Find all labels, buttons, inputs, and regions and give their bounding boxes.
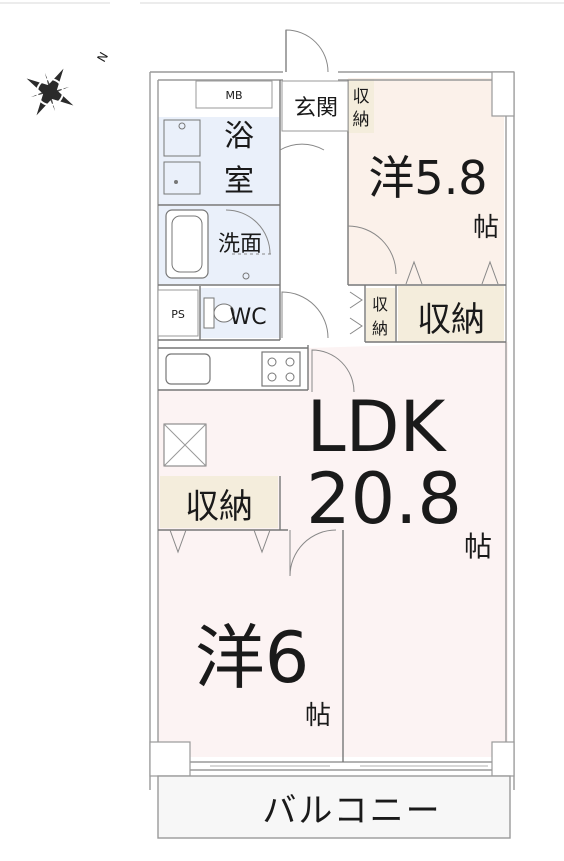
- western-room-1-unit: 帖: [473, 213, 499, 243]
- entry-storage-label-top: 収: [353, 87, 370, 107]
- genkan-box: [281, 80, 349, 132]
- balcony-area: [157, 775, 511, 839]
- kitchen-sink-icon: [165, 353, 211, 385]
- storage-2-label: 収納: [185, 487, 253, 527]
- western-room-2-unit: 帖: [305, 701, 331, 731]
- small-storage-label-bottom: 納: [372, 319, 388, 338]
- entry-storage-label-bottom: 納: [353, 110, 370, 130]
- bath-fill: [158, 117, 279, 205]
- bath-counter-icon: [163, 161, 201, 195]
- outer-walls: [149, 71, 515, 790]
- storage-door-icon: [405, 260, 423, 285]
- washroom-label: 洗面: [218, 232, 262, 257]
- mb-cabinet: [195, 80, 273, 109]
- genkan-label: 玄関: [294, 96, 338, 121]
- stove-icon: [261, 351, 301, 387]
- wc-label: WC: [229, 305, 266, 330]
- pillar-bottom-right: [491, 741, 515, 777]
- ps-box: [157, 289, 199, 337]
- ldk-unit: 帖: [464, 530, 492, 563]
- toilet-icon: [203, 297, 235, 329]
- refrigerator-icon: [163, 423, 207, 467]
- entry-storage-fill: [347, 79, 374, 133]
- bath-basin-icon: [163, 119, 201, 157]
- small-storage-fill: [366, 288, 395, 342]
- compass-north-label: N: [94, 50, 111, 65]
- western-room-2-name: 洋6: [195, 617, 310, 699]
- storage-2-fill: [160, 476, 278, 528]
- balcony-label: バルコニー: [262, 791, 441, 831]
- ldk-fill: [280, 342, 508, 757]
- ldk-name: LDK: [307, 386, 448, 468]
- ldk-size: 20.8: [306, 458, 462, 540]
- bath-label-bottom: 室: [224, 164, 254, 199]
- mb-label: MB: [225, 89, 242, 102]
- bath-label-top: 浴: [224, 119, 254, 154]
- bathtub-icon: [165, 209, 209, 279]
- storage-door-icon: [481, 260, 499, 285]
- storage-1-fill: [398, 286, 504, 342]
- entry-door-icon: [285, 29, 329, 73]
- small-storage-label-top: 収: [372, 295, 388, 314]
- western-room-2-fill: [158, 530, 344, 757]
- ps-label: PS: [171, 308, 185, 321]
- pillar-bottom-left: [149, 741, 191, 777]
- compass-icon: [26, 68, 74, 116]
- pillar-top-right: [491, 71, 515, 117]
- storage-1-label: 収納: [417, 300, 485, 340]
- western-room-1-name: 洋5.8: [368, 151, 487, 205]
